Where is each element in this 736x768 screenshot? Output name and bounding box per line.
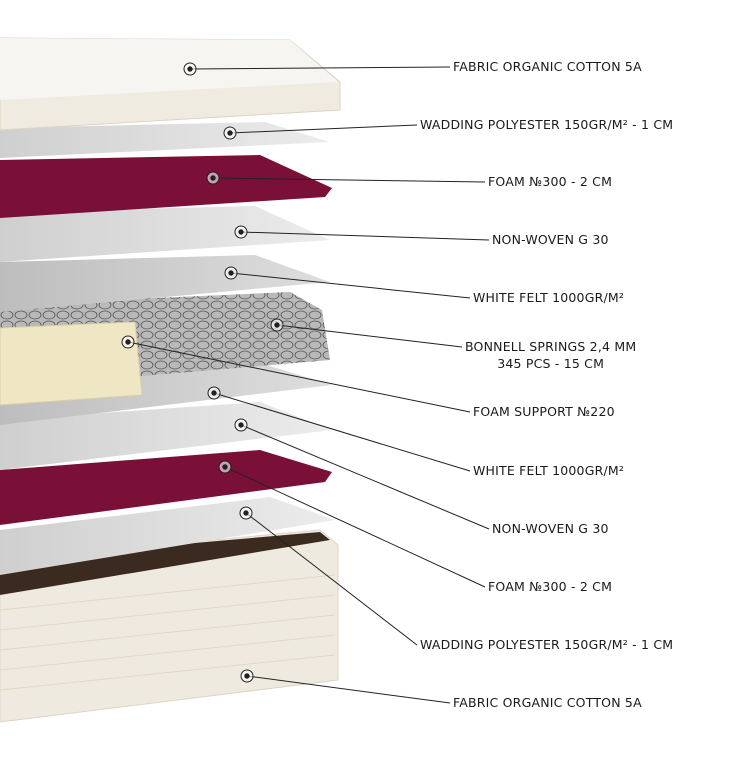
leader-line [229,124,418,134]
layer-foam-support [0,321,143,406]
marker-dot-icon [227,130,233,136]
leader-line [212,177,486,183]
leader-line [240,231,490,241]
layer-wadding-top [0,122,330,158]
label-foam-300-top: FOAM №300 - 2 CM [488,174,613,189]
leader-line [127,341,471,413]
layer-non-woven-top [0,206,330,262]
label-white-felt-bottom: WHITE FELT 1000GR/M² [473,463,625,478]
leader-line [276,324,463,348]
marker-dot-icon [125,339,131,345]
label-white-felt-top: WHITE FELT 1000GR/M² [473,290,625,305]
leader-line [213,392,471,472]
label-foam-support: FOAM SUPPORT №220 [473,404,615,419]
leader-line [240,424,490,530]
marker-dot-icon [274,322,280,328]
leader-line [189,66,451,70]
marker-dot-icon [210,175,216,181]
marker-dot-icon [228,270,234,276]
layer-non-woven-bottom [0,402,332,470]
label-bonnell-line1: BONNELL SPRINGS 2,4 MM [465,339,637,354]
layer-bottom-fabric [0,529,339,723]
label-fabric-top: FABRIC ORGANIC COTTON 5A [453,59,642,74]
marker-dot-icon [243,510,249,516]
label-fabric-bottom: FABRIC ORGANIC COTTON 5A [453,695,642,710]
layer-foam-300-bottom [0,450,332,525]
layer-white-felt-top [0,255,330,312]
leader-line [245,512,418,646]
marker-dot-icon [187,66,193,72]
label-wadding-top: WADDING POLYESTER 150GR/M² - 1 CM [420,117,674,132]
leader-line [246,675,451,704]
label-non-woven-bottom: NON-WOVEN G 30 [492,521,609,536]
leader-lines [121,62,490,704]
label-bonnell-springs: BONNELL SPRINGS 2,4 MM 345 PCS - 15 CM [465,338,636,372]
leader-line [224,466,486,588]
leader-line [230,272,471,299]
label-wadding-bottom: WADDING POLYESTER 150GR/M² - 1 CM [420,637,674,652]
label-non-woven-top: NON-WOVEN G 30 [492,232,609,247]
marker-dot-icon [238,422,244,428]
label-bonnell-line2: 345 PCS - 15 CM [497,356,605,371]
label-foam-300-bottom: FOAM №300 - 2 CM [488,579,613,594]
marker-dot-icon [222,464,228,470]
layer-foam-300-top [0,155,332,218]
marker-dot-icon [211,390,217,396]
layer-top-fabric [0,37,341,131]
marker-dot-icon [244,673,250,679]
marker-dot-icon [238,229,244,235]
